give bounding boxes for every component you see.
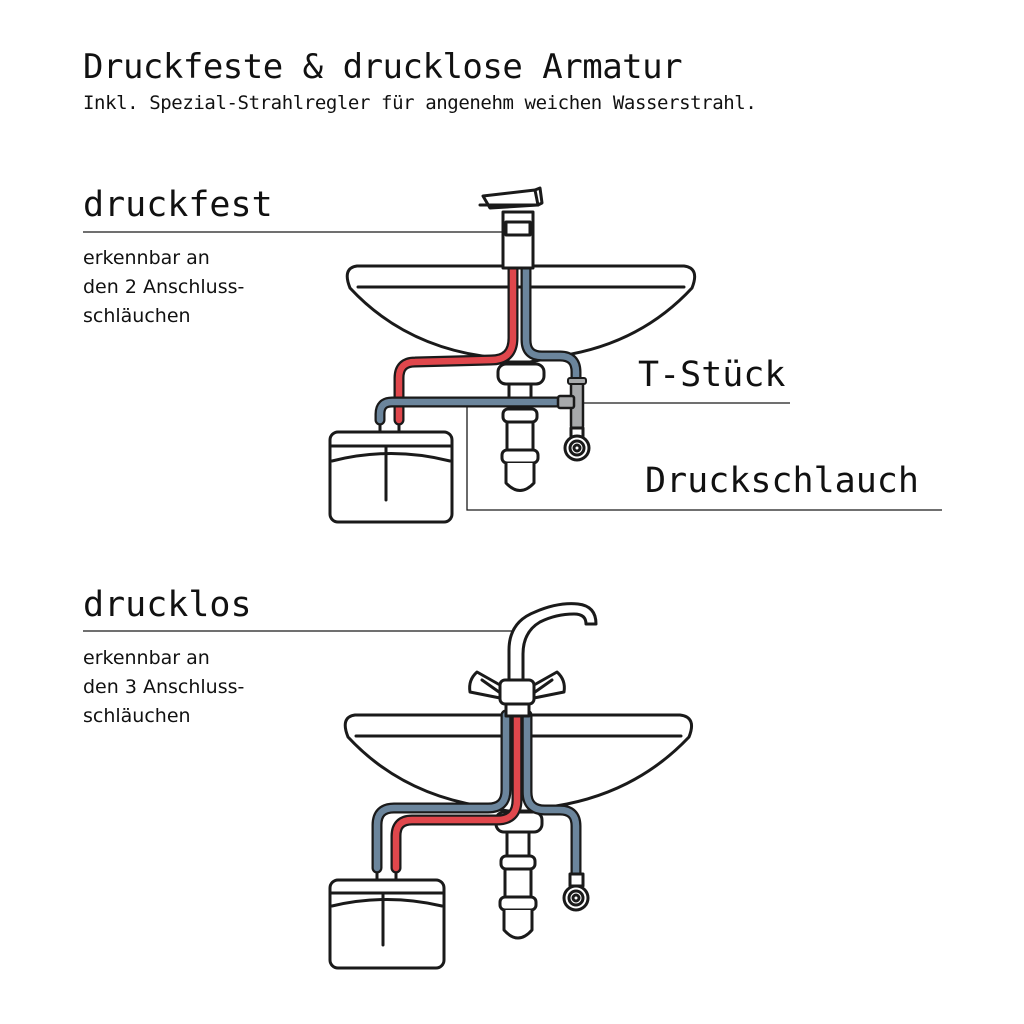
drain-trap-icon — [496, 362, 546, 492]
druckfest-description-line: schläuchen — [83, 305, 191, 327]
water-heater-icon — [328, 418, 454, 524]
drucklos-description-line: den 3 Anschluss- — [83, 676, 245, 698]
druckschlauch-leader — [466, 404, 942, 511]
druckfest-illustration — [328, 186, 697, 524]
page-title: Druckfeste & drucklose Armatur — [83, 47, 683, 87]
drain-trap-icon — [494, 810, 544, 940]
druckfest-description-line: den 2 Anschluss- — [83, 276, 245, 298]
two-handle-faucet-icon — [468, 602, 598, 718]
water-heater-icon — [328, 866, 446, 970]
drucklos-description-line: erkennbar an — [83, 647, 210, 669]
drucklos-description: erkennbar an den 3 Anschluss- schläuchen — [83, 644, 244, 731]
druckfest-description: erkennbar an den 2 Anschluss- schläuchen — [83, 244, 244, 331]
druckschlauch-label: Druckschlauch — [645, 461, 919, 501]
drucklos-illustration — [328, 602, 693, 970]
single-lever-faucet-icon — [478, 186, 544, 270]
drucklos-heading: drucklos — [83, 585, 252, 625]
angle-valve-icon — [563, 426, 591, 462]
t-piece-icon — [556, 377, 587, 430]
t-stueck-label: T-Stück — [638, 355, 786, 395]
angle-valve-icon — [562, 872, 590, 912]
drucklos-description-line: schläuchen — [83, 705, 191, 727]
page-subtitle: Inkl. Spezial-Strahlregler für angenehm … — [83, 92, 757, 114]
druckfest-description-line: erkennbar an — [83, 247, 210, 269]
druckfest-heading: druckfest — [83, 185, 273, 225]
